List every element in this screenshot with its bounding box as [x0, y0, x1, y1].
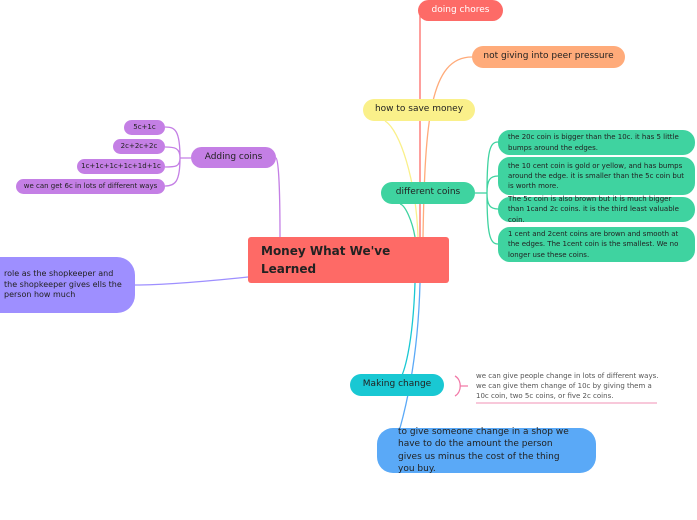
label: Making change	[362, 379, 432, 390]
adding-5c-1c[interactable]: 5c+1c	[124, 120, 165, 135]
label: how to save money	[374, 104, 464, 115]
coin-fact-10c[interactable]: the 10 cent coin is gold or yellow, and …	[498, 157, 695, 195]
node-peer-pressure[interactable]: not giving into peer pressure	[472, 46, 625, 68]
adding-2c-2c-2c[interactable]: 2c+2c+2c	[113, 139, 165, 154]
node-making-change[interactable]: Making change	[350, 374, 444, 396]
adding-ways[interactable]: we can get 6c in lots of different ways	[16, 179, 165, 194]
label: doing chores	[431, 4, 490, 15]
node-change-definition[interactable]: to give someone change in a shop we have…	[377, 427, 596, 474]
node-doing-chores[interactable]: doing chores	[418, 0, 503, 21]
label: we can get 6c in lots of different ways	[23, 182, 158, 191]
label: The 5c coin is also brown but it is much…	[508, 195, 679, 224]
central-topic-label: Money What We've Learned	[261, 244, 391, 276]
node-shopkeeper[interactable]: role as the shopkeeper and the shopkeepe…	[0, 257, 135, 313]
node-adding-coins[interactable]: Adding coins	[191, 147, 276, 168]
label: 2c+2c+2c	[120, 142, 158, 151]
change-note[interactable]: we can give people change in lots of dif…	[476, 372, 661, 402]
node-different-coins[interactable]: different coins	[381, 182, 475, 204]
coin-fact-5c[interactable]: The 5c coin is also brown but it is much…	[498, 195, 695, 224]
label: role as the shopkeeper and the shopkeepe…	[4, 268, 122, 300]
label: different coins	[395, 187, 461, 198]
label: to give someone change in a shop we have…	[398, 427, 569, 474]
label: 5c+1c	[133, 123, 156, 132]
node-save-money[interactable]: how to save money	[363, 99, 475, 121]
label: we can give people change in lots of dif…	[476, 372, 659, 400]
label: the 20c coin is bigger than the 10c. it …	[508, 133, 679, 152]
coin-fact-1c-2c[interactable]: 1 cent and 2cent coins are brown and smo…	[498, 227, 695, 262]
label: the 10 cent coin is gold or yellow, and …	[508, 161, 685, 191]
label: 1 cent and 2cent coins are brown and smo…	[508, 230, 679, 259]
label: 1c+1c+1c+1c+1d+1c	[81, 162, 161, 171]
label: not giving into peer pressure	[483, 51, 614, 62]
label: Adding coins	[204, 151, 263, 162]
coin-fact-20c[interactable]: the 20c coin is bigger than the 10c. it …	[498, 130, 695, 155]
central-topic[interactable]: Money What We've Learned	[248, 237, 449, 283]
adding-1c-sum[interactable]: 1c+1c+1c+1c+1d+1c	[77, 159, 165, 174]
